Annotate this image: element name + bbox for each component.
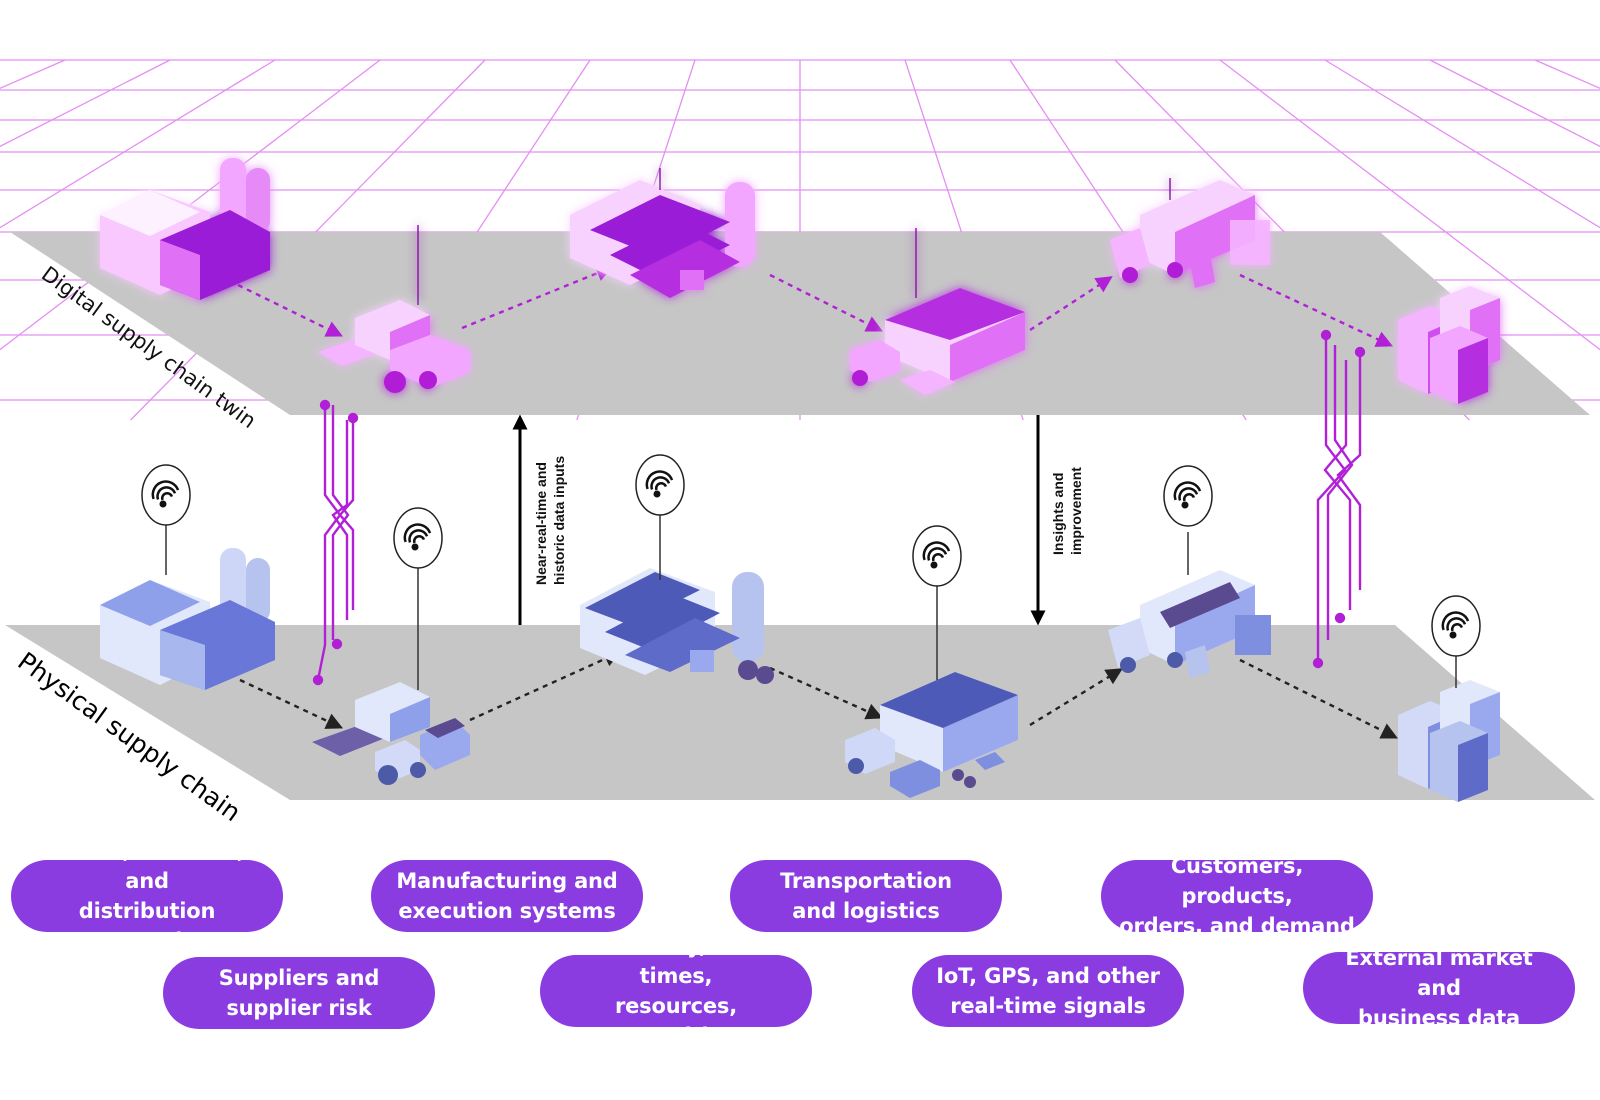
connector-wires-right (1312, 329, 1366, 669)
wifi-signal-icons (141, 454, 1481, 657)
pill-manufacturing: Manufacturing and execution systems (371, 860, 643, 932)
insights-label-2: improvement (1068, 467, 1084, 555)
twin-factory-icon (100, 158, 270, 300)
pill-plants: Plants, facilities, and distribution net… (11, 839, 283, 953)
physical-barns-icon (580, 510, 774, 684)
wifi-icon (635, 454, 685, 516)
digital-flow-arrows (237, 265, 1394, 347)
connector-wires-left (312, 399, 359, 686)
twin-barns-icon (570, 168, 755, 298)
wifi-icon (1163, 465, 1213, 527)
wifi-icon (1431, 595, 1481, 657)
physical-factory-icon (100, 520, 275, 690)
physical-flow-arrows (239, 650, 1399, 739)
twin-warehouse-icon (850, 228, 1025, 395)
data-input-label-2: historic data inputs (551, 456, 567, 585)
pill-suppliers: Suppliers and supplier risk (163, 957, 435, 1029)
wifi-icon (393, 507, 443, 569)
physical-servers-icon (1398, 652, 1500, 802)
insights-label-1: Insights and (1050, 473, 1066, 555)
pill-inventory: Inventory, lead times, resources, capaci… (540, 934, 812, 1048)
wifi-icon (912, 525, 962, 587)
pill-iot-signals: IoT, GPS, and other real-time signals (912, 955, 1184, 1027)
physical-truck-icon (1108, 532, 1271, 678)
pill-transportation: Transportation and logistics (730, 860, 1002, 932)
wifi-icon (141, 464, 191, 526)
twin-harvester-icon (318, 225, 470, 393)
data-input-label-1: Near-real-time and (533, 462, 549, 585)
pill-customers: Customers, products, orders, and demand (1101, 854, 1373, 938)
physical-harvester-icon (312, 568, 470, 785)
pill-external-data: External market and business data (1303, 946, 1575, 1030)
twin-truck-icon (1110, 178, 1270, 288)
twin-servers-icon (1398, 286, 1500, 404)
physical-warehouse-icon (845, 586, 1018, 798)
